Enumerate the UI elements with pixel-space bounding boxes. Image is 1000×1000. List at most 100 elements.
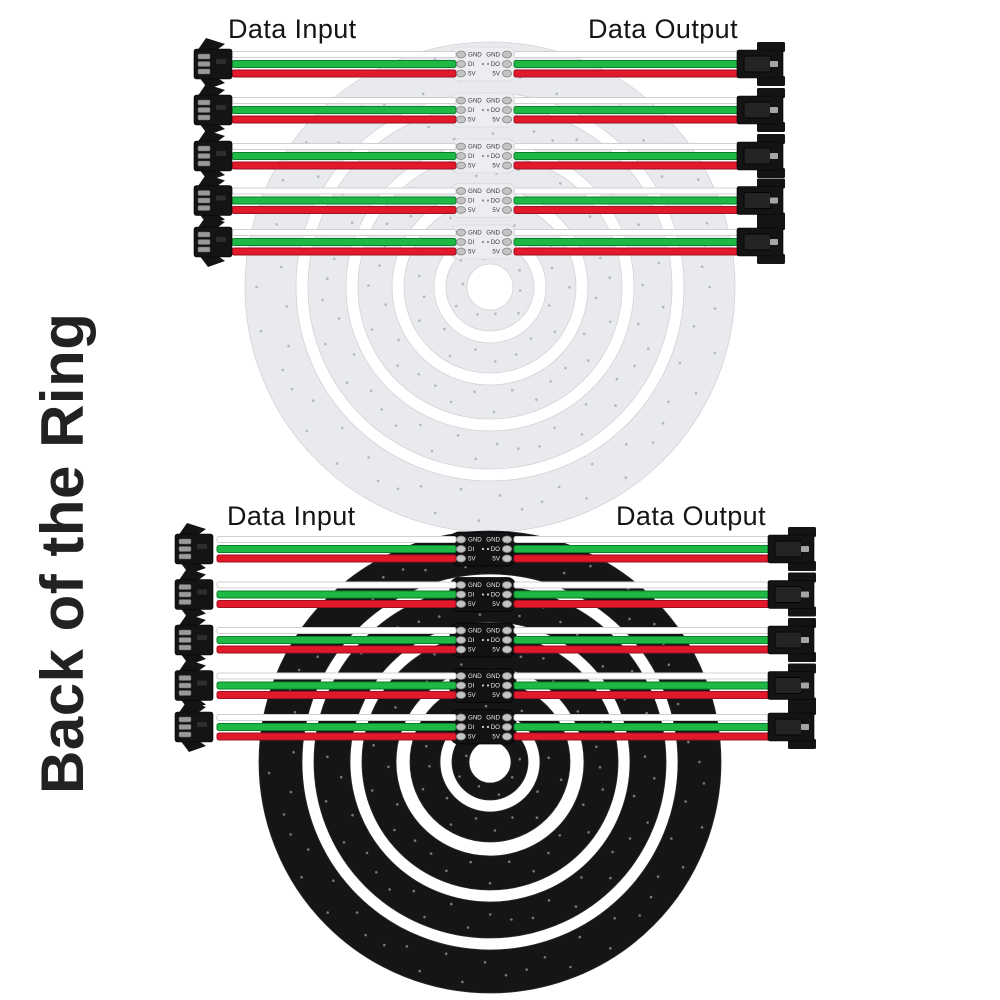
connector-latch-top (197, 38, 225, 52)
green-wire (513, 106, 740, 114)
white-wire (231, 229, 457, 236)
led-solder-dot (421, 787, 425, 791)
led-solder-dot (281, 368, 285, 372)
solder-pad-left (456, 142, 466, 151)
connector-pin-2 (197, 153, 211, 159)
connector-latch-top (178, 614, 206, 628)
led-solder-dot (311, 399, 315, 403)
led-solder-dot (450, 902, 453, 906)
pad-label-right-2: 5V (492, 71, 500, 78)
led-solder-dot (553, 330, 557, 334)
led-solder-dot (387, 765, 390, 769)
red-wire (513, 161, 740, 170)
led-solder-dot (575, 138, 578, 141)
led-solder-dot (582, 332, 586, 336)
red-wire (513, 691, 773, 699)
pad-label-left-0: GND (468, 673, 482, 680)
solder-pad-left (456, 161, 466, 170)
connector-slot (743, 55, 772, 73)
led-solder-dot (569, 965, 572, 969)
solder-pad-left (456, 96, 466, 105)
led-solder-dot (326, 755, 329, 759)
led-solder-dot (638, 914, 641, 917)
connector-pin-2 (178, 637, 192, 643)
led-solder-dot (559, 778, 563, 781)
led-solder-dot (438, 615, 441, 618)
pad-label-left-0: GND (468, 628, 482, 635)
red-wire (513, 645, 773, 654)
via-dot (486, 638, 490, 642)
led-solder-dot (587, 359, 590, 362)
connector-pin-1 (178, 675, 192, 681)
led-solder-dot (694, 391, 698, 395)
led-solder-dot (700, 265, 704, 269)
led-solder-dot (425, 744, 428, 748)
white-wire (513, 672, 773, 680)
solder-pad-left (456, 106, 466, 114)
led-solder-dot (417, 620, 421, 623)
green-wire (513, 681, 773, 690)
led-solder-dot (449, 823, 453, 826)
led-solder-dot (418, 969, 422, 973)
led-solder-dot (557, 485, 561, 489)
connector-pin-2 (197, 107, 211, 113)
pad-label-right-1: DO (491, 546, 500, 553)
led-solder-dot (372, 743, 375, 747)
via-dot (486, 240, 490, 244)
solder-pad-left (456, 636, 466, 644)
led-solder-dot (255, 285, 258, 289)
pad-label-right-1: DO (491, 683, 500, 690)
pad-label-right-0: GND (486, 188, 500, 195)
led-solder-dot (396, 487, 400, 491)
red-wire (513, 69, 740, 78)
white-wire (231, 97, 457, 104)
led-solder-dot (532, 870, 535, 873)
solder-pad-left (456, 535, 466, 544)
led-solder-dot (511, 816, 514, 819)
via-dot (481, 547, 485, 551)
red-wire (231, 247, 457, 256)
red-wire (513, 115, 740, 124)
led-solder-dot (465, 754, 468, 758)
led-solder-dot (667, 400, 670, 404)
via-dot (481, 684, 485, 687)
connector-tab-top (757, 220, 785, 230)
solder-pad-left (456, 545, 466, 553)
led-solder-dot (324, 342, 327, 346)
bottom-board-data-input-label: Data Input (227, 501, 356, 531)
led-solder-dot (405, 945, 409, 948)
connector-tab-bottom (788, 652, 816, 662)
led-solder-dot (687, 740, 690, 744)
led-solder-dot (624, 476, 628, 480)
led-solder-dot (297, 668, 301, 672)
led-solder-dot (630, 669, 634, 673)
connector-pin-2 (178, 546, 192, 552)
led-solder-dot (488, 913, 492, 916)
connector-metal-pin (801, 637, 809, 643)
led-solder-dot (553, 426, 556, 430)
connector-pin-3 (178, 690, 192, 696)
led-solder-dot (367, 284, 370, 287)
solder-pad-right (502, 152, 512, 160)
connector-detail (216, 105, 226, 110)
led-solder-dot (421, 92, 425, 96)
led-solder-dot (547, 756, 550, 760)
led-solder-dot (282, 813, 286, 816)
connector-detail (216, 151, 226, 156)
led-solder-dot (412, 889, 416, 893)
led-solder-dot (267, 771, 271, 775)
led-solder-dot (550, 266, 554, 270)
led-solder-dot (351, 813, 354, 817)
white-wire (216, 672, 457, 680)
solder-pad-right (502, 600, 512, 608)
led-solder-dot (559, 620, 562, 624)
green-wire (513, 196, 740, 205)
led-solder-dot (469, 860, 473, 864)
led-solder-dot (394, 424, 398, 427)
led-solder-dot (518, 289, 522, 292)
green-wire (216, 545, 457, 553)
led-solder-dot (611, 850, 614, 854)
pad-label-right-1: DO (491, 724, 500, 731)
led-solder-dot (684, 800, 687, 803)
